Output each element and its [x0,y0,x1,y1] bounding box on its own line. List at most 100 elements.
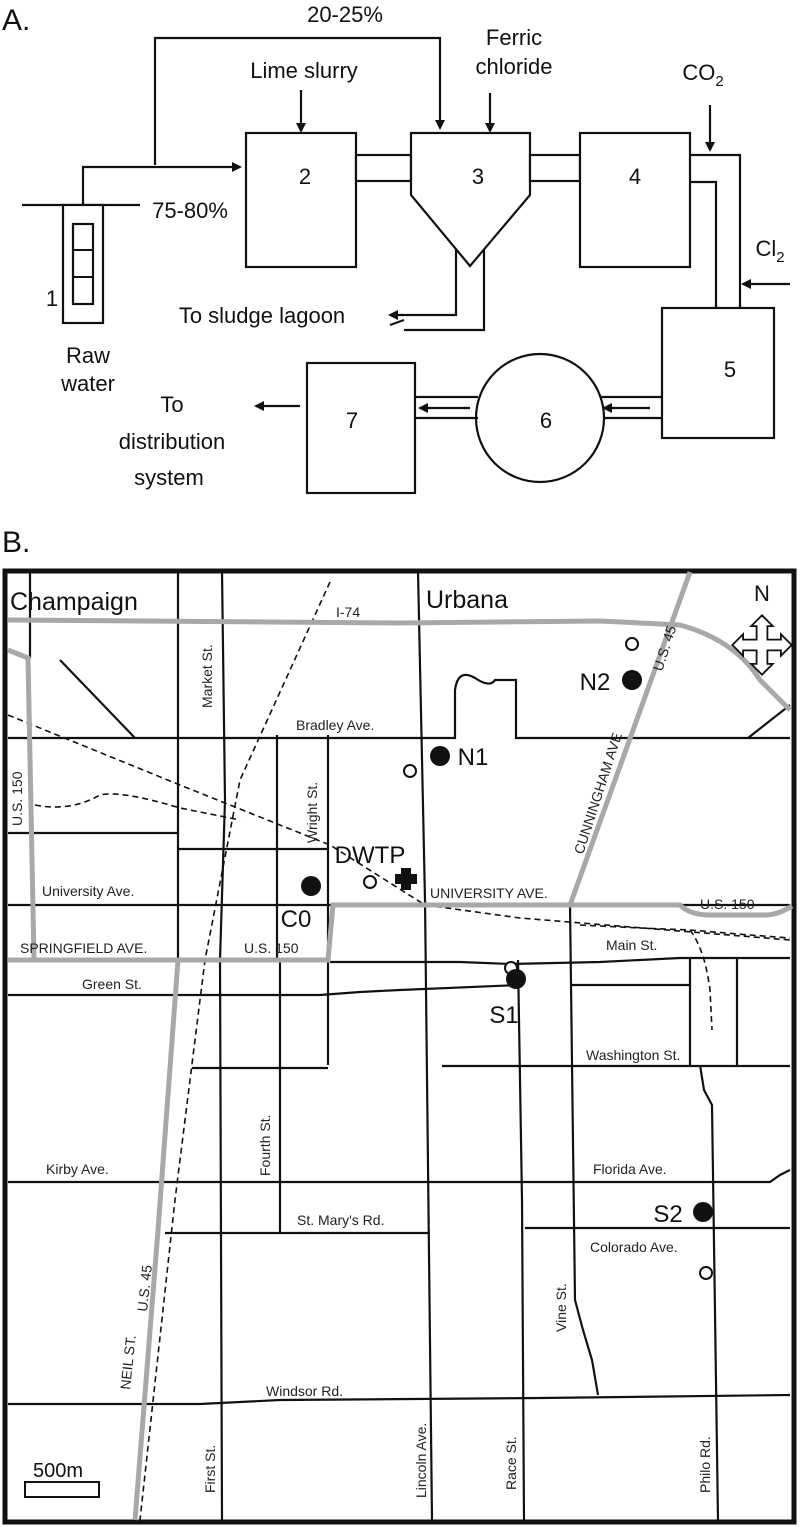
distribution-label: To [160,392,183,417]
road-race-st [516,959,526,1521]
lime-slurry-label: Lime slurry [250,58,358,83]
site-dwtp-label: DWTP [335,842,406,869]
road-green-st [8,983,521,997]
panel-a-label: A. [2,4,30,37]
label-springfield-ave: SPRINGFIELD AVE. [20,940,147,956]
unit-4-label: 4 [629,164,641,189]
compass-rose-icon [731,614,793,676]
site-s1-marker [506,969,526,989]
co2-label: CO2 [682,60,723,90]
sludge-pipe [389,318,405,327]
site-c0-label: C0 [281,906,312,933]
distribution-label: system [134,465,204,490]
site-s2-open-marker [699,1266,713,1280]
scale-label: 500m [33,1460,83,1482]
label-neil-st: NEIL ST. [117,1334,139,1390]
unit-3-clarifier [409,131,532,268]
unit-7-label: 7 [346,408,358,433]
well-pump [71,222,95,306]
highway-us45-neil [132,959,181,1521]
site-n2-open-marker [625,637,639,651]
site-n1-label: N1 [458,744,489,771]
map-frame [2,568,797,1525]
raw-water-label: water [60,371,115,396]
main-feed-pipe [81,162,242,205]
site-n1-marker [430,746,450,766]
label-wright-st: Wright St. [304,782,320,843]
highway-us45-cunningham [567,571,693,906]
road-vine-st [568,904,600,1396]
label-kirby-ave: Kirby Ave. [46,1161,109,1177]
site-n2-label: N2 [580,669,611,696]
pipe-4-5 [690,180,718,308]
label-main-st: Main St. [606,937,657,953]
dwtp-cross-icon [395,868,417,890]
road-bradley-ave [8,673,790,740]
railroad [689,929,713,1031]
unit-1-label: 1 [46,286,58,311]
site-dwtp-open-marker [363,875,377,889]
road-lincoln-ave [416,570,434,1521]
label-philo-rd: Philo Rd. [697,1436,713,1493]
panel-b-label: B. [2,526,30,559]
chloride-label: chloride [475,54,552,79]
site-s2-label: S2 [653,1201,682,1228]
unit-5-label: 5 [724,357,736,382]
road [747,704,791,739]
highway-us150-west [7,647,37,961]
label-bradley-ave: Bradley Ave. [296,717,374,733]
panel-a: A. 20-25% 75-80% 1 Raw water 2 Lime slur… [2,2,790,495]
unit-4-box [578,131,692,269]
sludge-pipe [388,250,458,320]
main-feed-percent-label: 75-80% [152,198,228,223]
road-main-st [330,956,790,966]
road-kirby-ave [8,1169,791,1184]
label-us150-mid: U.S. 150 [244,940,299,956]
highway-us150 [8,902,794,963]
scale-bar [24,1481,100,1498]
site-n2-marker [622,670,642,690]
label-race-st: Race St. [503,1436,519,1490]
site-n1-open-marker [403,764,417,778]
label-market-st: Market St. [199,644,215,708]
cl2-label: Cl2 [755,236,784,266]
site-s1-label: S1 [489,1002,518,1029]
pipe-2-3 [354,153,413,183]
city-champaign: Champaign [10,588,138,616]
road [59,659,136,739]
highway-i74 [7,617,792,712]
label-windsor-rd: Windsor Rd. [266,1383,343,1399]
label-lincoln-ave: Lincoln Ave. [413,1423,429,1498]
north-label: N [754,581,770,606]
road-first-st [218,570,227,1521]
pipe-4-5 [690,153,742,308]
bypass-pipe [153,36,445,165]
distribution-label: distribution [119,429,225,454]
label-i74: I-74 [336,604,360,620]
label-us150-east: U.S. 150 [700,896,755,912]
unit-5-box [660,306,776,440]
railroad [34,793,241,821]
unit-6-label: 6 [540,408,552,433]
unit-2-box [244,131,358,269]
label-university-ave-caps: UNIVERSITY AVE. [430,885,548,901]
highways [7,571,794,1521]
label-us45-sw: U.S. 45 [134,1264,155,1312]
unit-7-box [305,361,417,495]
label-fourth-st: Fourth St. [257,1115,273,1176]
panel-b: B. [2,526,797,1525]
label-colorado-ave: Colorado Ave. [590,1239,678,1255]
road-philo-rd [698,1064,720,1521]
label-green-st: Green St. [82,976,142,992]
bypass-percent-label: 20-25% [307,2,383,27]
label-vine-st: Vine St. [553,1283,569,1332]
railroad [7,714,791,941]
sludge-label: To sludge lagoon [179,303,345,328]
sludge-pipe [404,250,486,332]
label-washington-st: Washington St. [586,1047,680,1063]
raw-water-label: Raw [66,343,110,368]
road-windsor-rd [8,1393,791,1406]
ferric-label: Ferric [486,25,542,50]
city-urbana: Urbana [426,586,508,614]
